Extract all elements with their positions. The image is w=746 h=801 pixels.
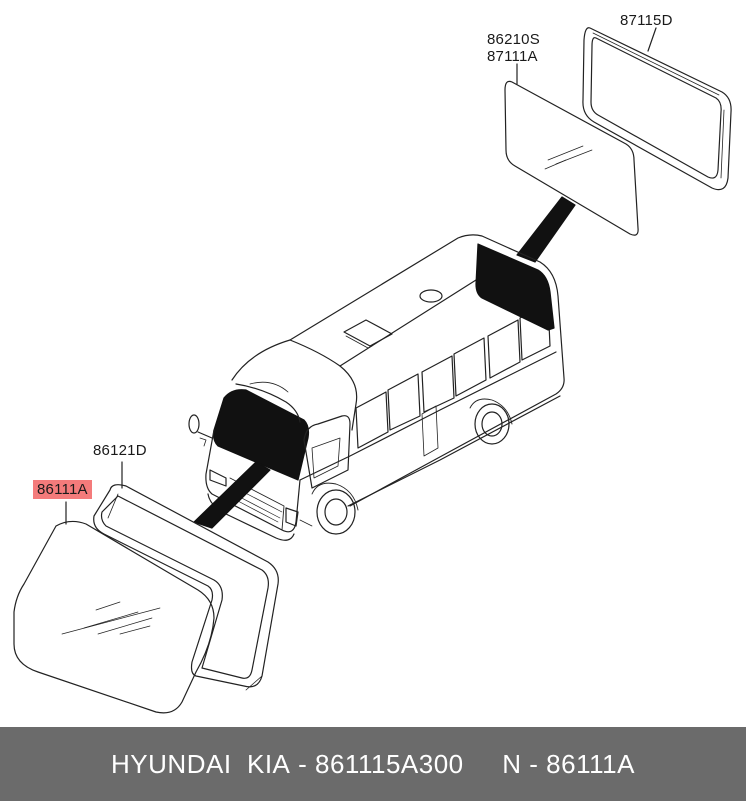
footer-separator-1: - (290, 748, 316, 779)
footer-ref-code: 86111A (546, 748, 635, 779)
windshield-connector (193, 461, 271, 529)
rear-glass-gasket (582, 27, 732, 191)
rear-glass-panel (504, 80, 639, 236)
bus-illustration (188, 234, 565, 541)
footer-separator-2: - (521, 748, 547, 779)
footer-brand: HYUNDAI KIA (111, 748, 291, 779)
label-87111a: 87111A (487, 48, 538, 65)
footer-part-number: 861115A300 (315, 748, 464, 779)
footer-gap (464, 749, 503, 780)
label-86210s: 86210S (487, 31, 540, 48)
leader-87115d (647, 27, 657, 52)
footer-prefix-n: N (502, 748, 522, 779)
label-86121d: 86121D (93, 442, 147, 459)
windshield-gasket (93, 484, 279, 691)
label-86111a-highlighted: 86111A (33, 480, 92, 499)
part-number-footer: HYUNDAI KIA - 861115A300 N - 86111A (0, 727, 746, 801)
label-87115d: 87115D (620, 12, 673, 29)
windshield-glass-diagram (13, 27, 732, 714)
rear-glass-connector (516, 196, 576, 263)
windshield-glass-panel (13, 520, 215, 714)
